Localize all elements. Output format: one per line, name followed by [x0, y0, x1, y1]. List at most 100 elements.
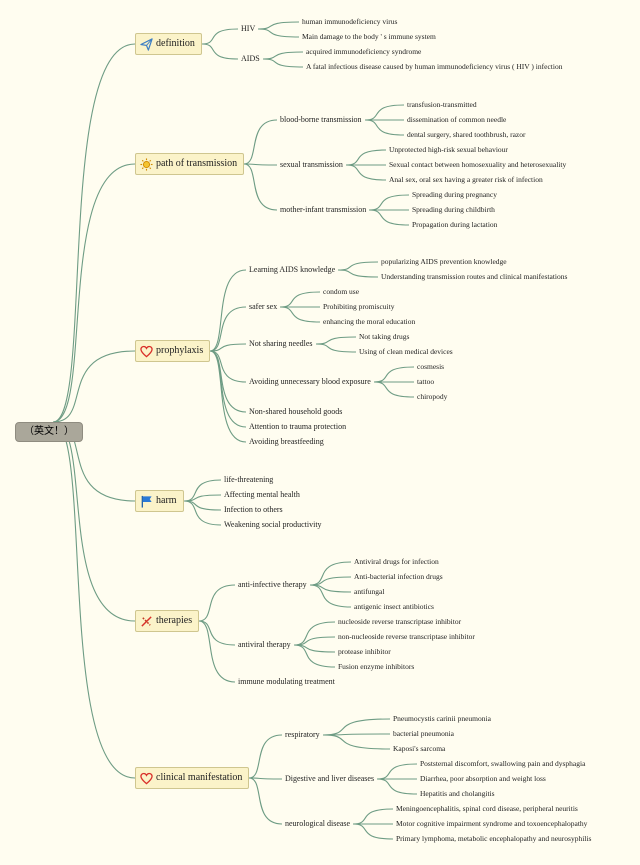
- connector-line: [183, 479, 222, 502]
- leaf-item[interactable]: popularizing AIDS prevention knowledge: [381, 257, 507, 266]
- subtopic-breastfeeding[interactable]: Avoiding breastfeeding: [249, 437, 324, 446]
- connector-line: [368, 194, 410, 211]
- category-therapies[interactable]: therapies: [135, 610, 200, 632]
- connector-line: [345, 149, 387, 166]
- subtopic-harm-item[interactable]: Infection to others: [224, 505, 283, 514]
- leaf-item[interactable]: Hepatitis and cholangitis: [420, 789, 495, 798]
- connector-line: [322, 718, 391, 736]
- subtopic-antiviral[interactable]: antiviral therapy: [238, 640, 291, 649]
- subtopic-aids[interactable]: AIDS: [241, 54, 260, 63]
- subtopic-hiv[interactable]: HIV: [241, 24, 256, 33]
- subtopic-mother-infant[interactable]: mother-infant transmission: [280, 205, 367, 214]
- connector-line: [52, 163, 136, 423]
- connector-line: [248, 734, 283, 779]
- leaf-item[interactable]: antigenic insect antibiotics: [354, 602, 434, 611]
- connector-line: [52, 43, 136, 423]
- leaf-item[interactable]: Anal sex, oral sex having a greater risk…: [389, 175, 543, 184]
- connector-line: [364, 104, 405, 121]
- root-node[interactable]: （英文！）: [15, 422, 83, 442]
- category-path-of-transmission[interactable]: path of transmission: [135, 153, 245, 175]
- leaf-item[interactable]: Understanding transmission routes and cl…: [381, 272, 568, 281]
- leaf-item[interactable]: bacterial pneumonia: [393, 729, 455, 738]
- leaf-item[interactable]: Primary lymphoma, metabolic encephalopat…: [396, 834, 592, 843]
- leaf-item[interactable]: transfusion-transmitted: [407, 100, 477, 109]
- leaf-item[interactable]: non-nucleoside reverse transcriptase inh…: [338, 632, 475, 641]
- subtopic-harm-item[interactable]: life-threatening: [224, 475, 274, 484]
- connector-line: [262, 58, 304, 68]
- leaf-item[interactable]: dissemination of common needle: [407, 115, 507, 124]
- connector-line: [262, 51, 304, 60]
- leaf-item[interactable]: A fatal infectious disease caused by hum…: [306, 62, 563, 71]
- leaf-item[interactable]: tattoo: [417, 377, 435, 386]
- subtopic-needles[interactable]: Not sharing needles: [249, 339, 313, 348]
- connector-line: [373, 381, 415, 398]
- leaf-item[interactable]: condom use: [323, 287, 360, 296]
- leaf-item[interactable]: enhancing the moral education: [323, 317, 416, 326]
- leaf-item[interactable]: chiropody: [417, 392, 448, 401]
- connector-line: [52, 421, 136, 622]
- connector-line: [209, 350, 247, 443]
- subtopic-anti-infective[interactable]: anti-infective therapy: [238, 580, 307, 589]
- connector-line: [198, 620, 236, 683]
- leaf-item[interactable]: Pneumocystis carinii pneumonia: [393, 714, 491, 723]
- connector-line: [293, 644, 336, 668]
- leaf-item[interactable]: Motor cognitive impairment syndrome and …: [396, 819, 588, 828]
- connector-line: [315, 336, 357, 345]
- leaf-item[interactable]: Fusion enzyme inhibitors: [338, 662, 415, 671]
- subtopic-blood-exposure[interactable]: Avoiding unnecessary blood exposure: [249, 377, 371, 386]
- category-label: clinical manifestation: [156, 772, 243, 783]
- category-harm[interactable]: harm: [135, 490, 184, 512]
- subtopic-neurological[interactable]: neurological disease: [285, 819, 351, 828]
- leaf-item[interactable]: Diarrhea, poor absorption and weight los…: [420, 774, 546, 783]
- connector-line: [293, 621, 336, 646]
- leaf-item[interactable]: Main damage to the body ' s immune syste…: [302, 32, 436, 41]
- category-definition[interactable]: definition: [135, 33, 202, 55]
- subtopic-learning[interactable]: Learning AIDS knowledge: [249, 265, 336, 274]
- connector-line: [209, 269, 247, 352]
- subtopic-trauma[interactable]: Attention to trauma protection: [249, 422, 347, 431]
- leaf-item[interactable]: Prohibiting promiscuity: [323, 302, 395, 311]
- subtopic-sexual[interactable]: sexual transmission: [280, 160, 343, 169]
- tools-icon: [140, 615, 153, 628]
- subtopic-digestive[interactable]: Digestive and liver diseases: [285, 774, 375, 783]
- leaf-item[interactable]: Propagation during lactation: [412, 220, 498, 229]
- connector-line: [352, 808, 394, 825]
- leaf-item[interactable]: antifungal: [354, 587, 385, 596]
- subtopic-respiratory[interactable]: respiratory: [285, 730, 320, 739]
- leaf-item[interactable]: protease inhibitor: [338, 647, 391, 656]
- subtopic-safer-sex[interactable]: safer sex: [249, 302, 278, 311]
- connector-line: [309, 561, 352, 586]
- connector-line: [279, 306, 321, 323]
- leaf-item[interactable]: Poststernal discomfort, swallowing pain …: [420, 759, 586, 768]
- leaf-item[interactable]: acquired immunodeficiency syndrome: [306, 47, 422, 56]
- leaf-item[interactable]: dental surgery, shared toothbrush, razor: [407, 130, 526, 139]
- leaf-item[interactable]: Antiviral drugs for infection: [354, 557, 439, 566]
- connector-line: [315, 343, 357, 353]
- leaf-item[interactable]: Meningoencephalitis, spinal cord disease…: [396, 804, 578, 813]
- connector-line: [198, 620, 236, 646]
- category-label: prophylaxis: [156, 345, 204, 356]
- connector-line: [309, 584, 352, 608]
- leaf-item[interactable]: Kaposi's sarcoma: [393, 744, 446, 753]
- leaf-item[interactable]: Sexual contact between homosexuality and…: [389, 160, 567, 169]
- connector-line: [368, 209, 410, 226]
- subtopic-household[interactable]: Non-shared household goods: [249, 407, 343, 416]
- leaf-item[interactable]: nucleoside reverse transcriptase inhibit…: [338, 617, 462, 626]
- leaf-item[interactable]: Using of clean medical devices: [359, 347, 453, 356]
- leaf-item[interactable]: Spreading during pregnancy: [412, 190, 497, 199]
- leaf-item[interactable]: Anti-bacterial infection drugs: [354, 572, 443, 581]
- category-prophylaxis[interactable]: prophylaxis: [135, 340, 211, 362]
- leaf-item[interactable]: Unprotected high-risk sexual behaviour: [389, 145, 508, 154]
- connector-line: [201, 43, 239, 60]
- leaf-item[interactable]: Spreading during childbirth: [412, 205, 495, 214]
- subtopic-harm-item[interactable]: Affecting mental health: [224, 490, 300, 499]
- leaf-item[interactable]: Not taking drugs: [359, 332, 410, 341]
- leaf-item[interactable]: cosmesis: [417, 362, 445, 371]
- subtopic-immune[interactable]: immune modulating treatment: [238, 677, 335, 686]
- subtopic-blood-borne[interactable]: blood-borne transmission: [280, 115, 362, 124]
- leaf-item[interactable]: human immunodeficiency virus: [302, 17, 398, 26]
- category-clinical-manifestation[interactable]: clinical manifestation: [135, 767, 250, 789]
- subtopic-harm-item[interactable]: Weakening social productivity: [224, 520, 322, 529]
- heart-icon: [140, 345, 153, 358]
